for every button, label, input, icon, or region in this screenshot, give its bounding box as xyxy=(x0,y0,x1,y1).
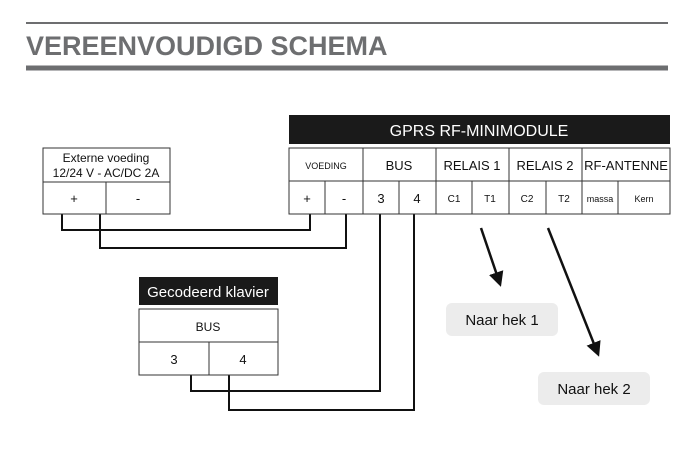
output-gate-2-label: Naar hek 2 xyxy=(557,381,630,398)
output-gate-2: Naar hek 2 xyxy=(538,372,650,405)
terminal-t2: T2 xyxy=(558,194,570,205)
keypad: Gecodeerd klavier BUS 3 4 xyxy=(138,277,279,376)
group-relais-2: RELAIS 2 xyxy=(516,158,573,173)
page-title: VEREENVOUDIGD SCHEMA xyxy=(26,31,388,61)
keypad-terminal-4: 4 xyxy=(239,352,246,367)
terminal-c2: C2 xyxy=(521,194,534,205)
terminal-c1: C1 xyxy=(448,194,461,205)
terminal-minus: - xyxy=(342,191,346,206)
terminal-4: 4 xyxy=(413,191,420,206)
power-supply-spec: 12/24 V - AC/DC 2A xyxy=(53,166,160,180)
group-bus: BUS xyxy=(386,158,413,173)
terminal-t1: T1 xyxy=(484,194,496,205)
keypad-header xyxy=(139,277,278,305)
power-supply-label: Externe voeding xyxy=(63,151,150,165)
power-supply-box: Externe voeding 12/24 V - AC/DC 2A + - xyxy=(42,147,171,215)
group-voeding: VOEDING xyxy=(305,161,347,171)
gprs-module: GPRS RF-MINIMODULE VOEDING BUS RELAIS 1 … xyxy=(288,115,671,215)
output-gate-1-label: Naar hek 1 xyxy=(465,312,538,329)
group-relais-1: RELAIS 1 xyxy=(443,158,500,173)
module-title: GPRS RF-MINIMODULE xyxy=(390,123,569,140)
wire-plus xyxy=(61,214,311,231)
wire-minus xyxy=(99,214,347,249)
module-header xyxy=(289,115,670,144)
terminal-3: 3 xyxy=(377,191,384,206)
terminal-minus: - xyxy=(136,191,140,206)
output-gate-1: Naar hek 1 xyxy=(446,303,558,336)
terminal-kern: Kern xyxy=(634,194,653,204)
terminal-plus: + xyxy=(70,191,78,206)
wire-bus-3 xyxy=(190,214,381,392)
keypad-terminal-3: 3 xyxy=(170,352,177,367)
group-rf-antenne: RF-ANTENNE xyxy=(584,158,668,173)
wires xyxy=(61,214,415,411)
arrow-icon xyxy=(546,227,601,357)
terminal-plus: + xyxy=(303,191,311,206)
wire-bus-4 xyxy=(228,214,415,411)
keypad-group-bus: BUS xyxy=(196,320,221,334)
terminal-massa: massa xyxy=(587,194,614,204)
arrow-icon xyxy=(479,227,504,287)
keypad-title: Gecodeerd klavier xyxy=(147,284,269,301)
